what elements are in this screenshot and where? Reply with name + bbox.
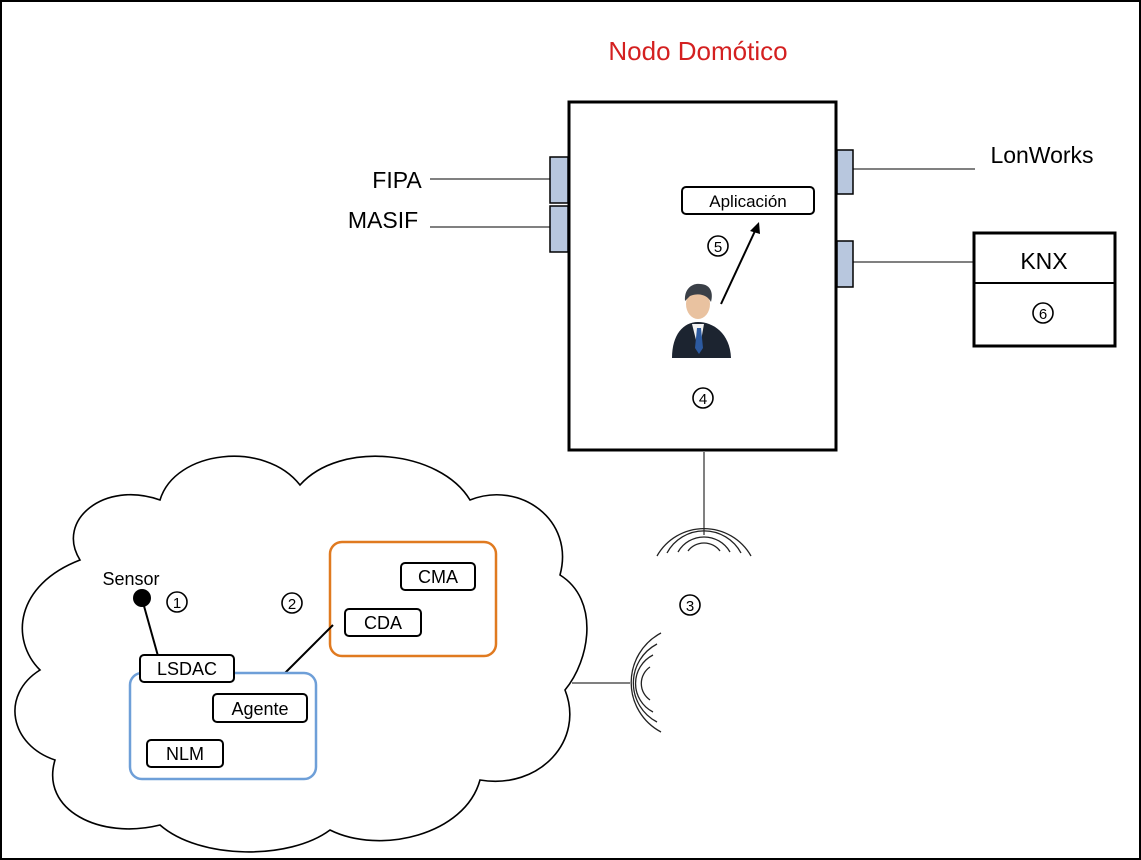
arrow-head — [750, 222, 760, 234]
cluster-link-line — [282, 624, 334, 676]
svg-text:3: 3 — [686, 598, 694, 615]
agente-box — [212, 693, 308, 723]
masif-port — [549, 205, 569, 253]
cma-label: CMA — [418, 567, 458, 587]
svg-text:1: 1 — [173, 595, 181, 612]
step-2-marker: 2 — [281, 592, 303, 614]
sensor-link-line — [143, 605, 159, 657]
lsdac-box — [139, 654, 235, 683]
aplicacion-box — [681, 186, 815, 215]
knx-label: KNX — [1020, 248, 1067, 274]
svg-text:2: 2 — [288, 596, 296, 613]
orange-cluster-box — [328, 540, 498, 658]
wireless-signal-icon-top — [656, 528, 752, 557]
cma-box — [400, 562, 476, 591]
masif-label: MASIF — [348, 207, 418, 233]
svg-text:6: 6 — [1039, 306, 1047, 323]
title-nodo-domotico: Nodo Domótico — [608, 36, 787, 66]
fipa-port — [549, 156, 569, 204]
fipa-label: FIPA — [372, 167, 422, 193]
sensor-label: Sensor — [102, 569, 159, 589]
cda-label: CDA — [364, 613, 402, 633]
step-6-marker: 6 — [1032, 302, 1054, 324]
step-4-marker: 4 — [692, 387, 714, 409]
nlm-label: NLM — [166, 744, 204, 764]
step-3-marker: 3 — [679, 594, 701, 616]
step-5-marker: 5 — [707, 235, 729, 257]
agent-to-app-arrow — [720, 230, 756, 305]
svg-text:5: 5 — [714, 239, 722, 256]
lonworks-port — [836, 149, 854, 195]
step-1-marker: 1 — [166, 591, 188, 613]
nlm-box — [146, 739, 224, 768]
lonworks-label: LonWorks — [990, 142, 1093, 168]
aplicacion-label: Aplicación — [709, 192, 787, 211]
agent-person-icon — [672, 283, 731, 358]
lsdac-label: LSDAC — [157, 659, 217, 679]
knx-port — [836, 240, 854, 288]
agente-label: Agente — [231, 699, 288, 719]
wireless-signal-icon-left — [630, 632, 662, 733]
knx-box — [972, 231, 1117, 348]
sensor-dot — [133, 589, 151, 607]
cda-box — [344, 608, 422, 637]
svg-text:4: 4 — [699, 391, 707, 408]
